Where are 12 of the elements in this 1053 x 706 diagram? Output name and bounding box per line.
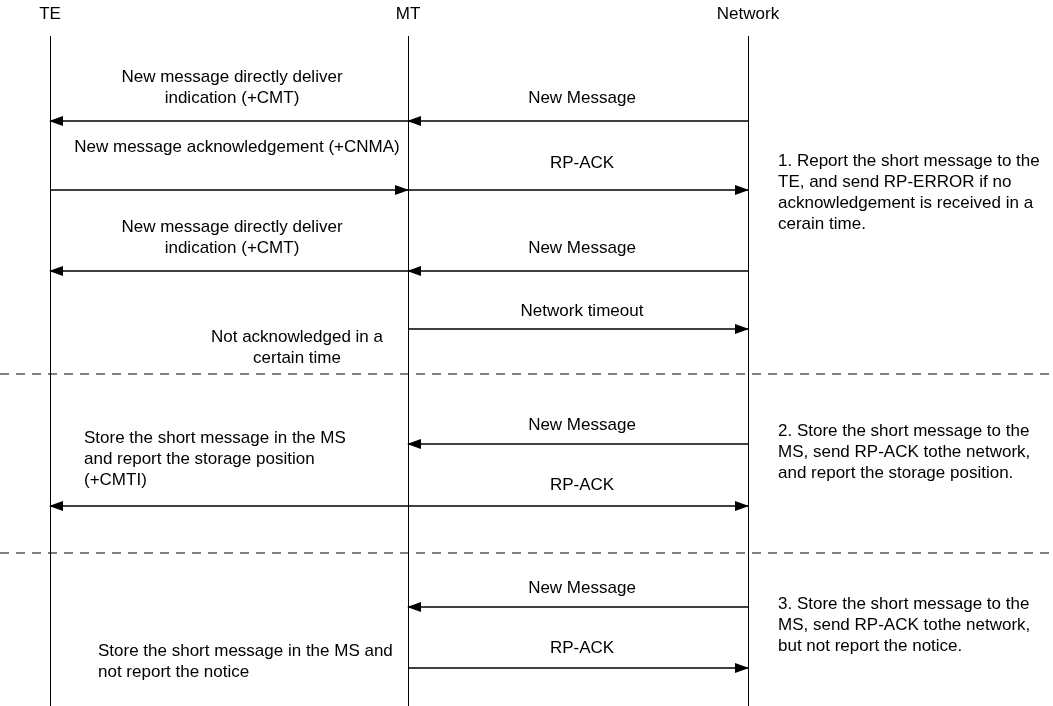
- arrow: [407, 324, 749, 334]
- arrow: [407, 266, 749, 276]
- arrow: [407, 185, 749, 195]
- arrow: [407, 439, 749, 449]
- arrow: [49, 501, 409, 511]
- arrow: [49, 116, 409, 126]
- arrow: [49, 266, 409, 276]
- arrow: [407, 602, 749, 612]
- arrow: [49, 185, 409, 195]
- arrow: [407, 663, 749, 673]
- arrow: [407, 116, 749, 126]
- arrow: [407, 501, 749, 511]
